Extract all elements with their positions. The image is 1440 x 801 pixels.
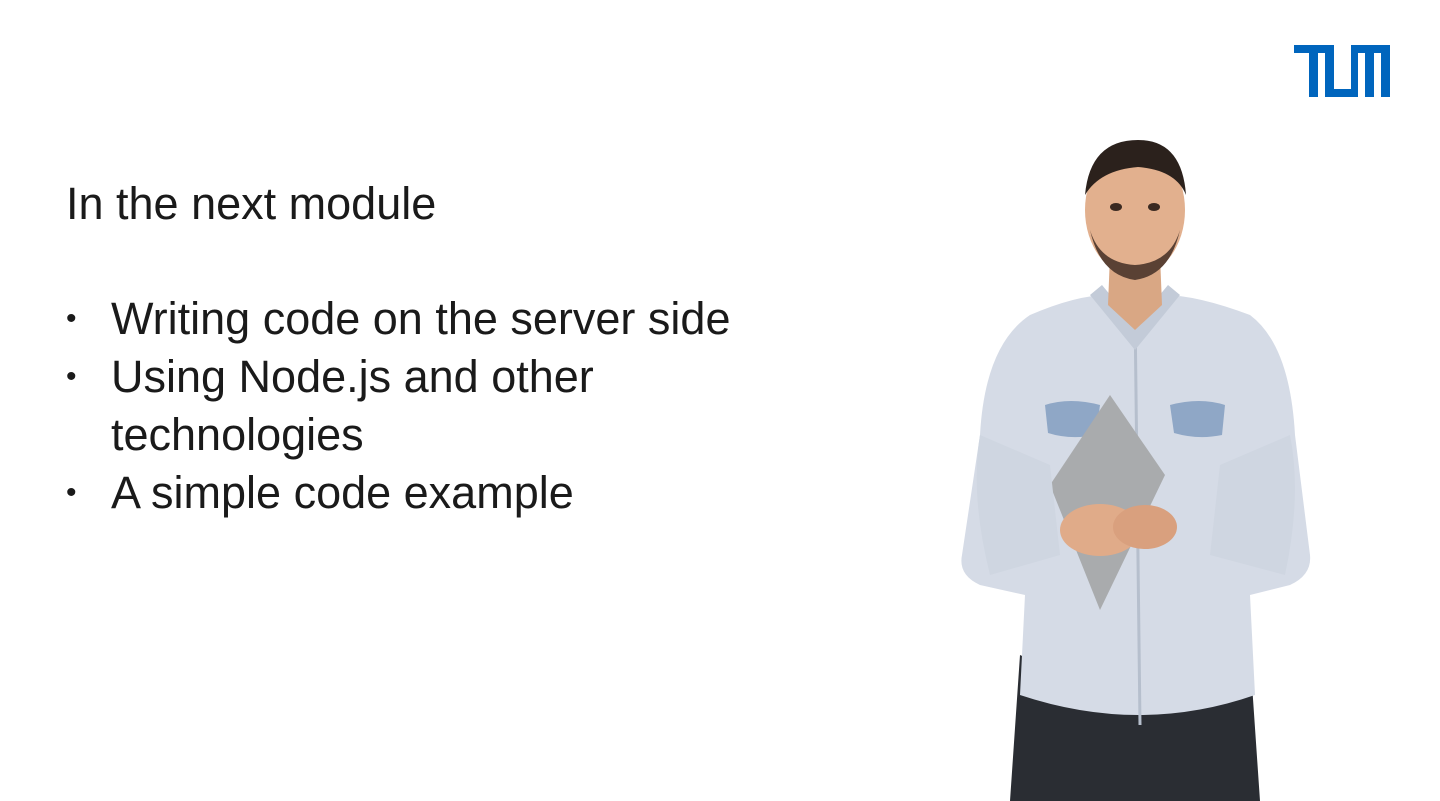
bullet-dot-icon: •: [66, 476, 77, 509]
bullet-text: Writing code on the server side: [111, 293, 731, 344]
bullet-text: Using Node.js and other technologies: [111, 351, 594, 460]
slide-heading: In the next module: [66, 178, 437, 229]
bullet-dot-icon: •: [66, 360, 77, 393]
presenter-video: [950, 135, 1320, 801]
tum-logo-mark: [1294, 45, 1390, 97]
bullet-dot-icon: •: [66, 302, 77, 335]
bullet-text: A simple code example: [111, 467, 574, 518]
presenter-figure: [961, 140, 1311, 801]
bullet-item: • Writing code on the server side: [66, 290, 826, 348]
bullet-item: • A simple code example: [66, 464, 826, 522]
bullet-list: • Writing code on the server side • Usin…: [66, 290, 826, 522]
bullet-item: • Using Node.js and other technologies: [66, 348, 826, 464]
tum-logo: [1294, 45, 1390, 97]
